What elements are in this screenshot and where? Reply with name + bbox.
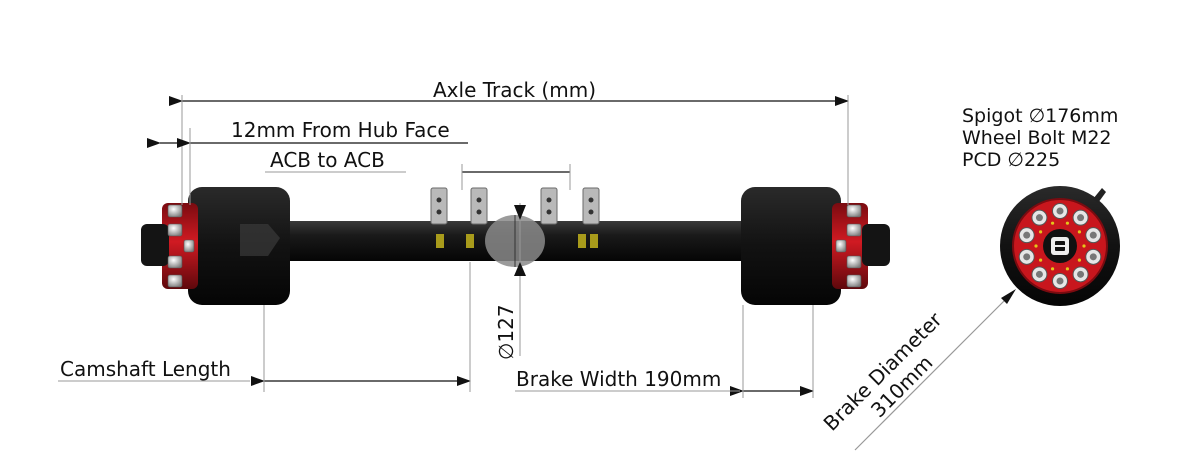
wheel-bolt-centre bbox=[1056, 277, 1064, 285]
beam-clamp-left bbox=[436, 234, 474, 248]
brake-diameter-leader bbox=[854, 289, 1016, 451]
bolt-marker-dot bbox=[1077, 230, 1082, 234]
left-hub bbox=[141, 203, 198, 289]
hub-face-wheel-bolts bbox=[1018, 203, 1102, 289]
bolt-marker-dot bbox=[1038, 230, 1043, 234]
bolt-marker-dot bbox=[1034, 244, 1038, 248]
axle-side-view bbox=[141, 187, 890, 305]
acb-to-acb-label: ACB to ACB bbox=[270, 148, 385, 172]
camshaft-length-dimension bbox=[58, 262, 471, 392]
wheel-bolt-centre bbox=[1023, 253, 1031, 261]
beam-diameter-dimension bbox=[514, 203, 526, 356]
dimension-lines bbox=[58, 95, 1016, 451]
bolt-marker-dot bbox=[1050, 221, 1055, 225]
wheel-bolt-centre bbox=[1035, 214, 1043, 222]
bolt-marker-dot bbox=[1082, 244, 1086, 248]
suspension-brackets bbox=[430, 187, 600, 225]
hub-face-offset-label: 12mm From Hub Face bbox=[231, 118, 450, 142]
bolt-marker-dot bbox=[1038, 258, 1043, 262]
bolt-marker-dot bbox=[1065, 267, 1070, 271]
wheel-bolt-centre bbox=[1023, 231, 1031, 239]
wheel-bolt-centre bbox=[1035, 270, 1043, 278]
spec-spigot: Spigot ∅176mm bbox=[962, 105, 1118, 127]
wheel-bolt-centre bbox=[1089, 231, 1097, 239]
left-brake-drum bbox=[188, 187, 290, 305]
hub-face-bolt-marks bbox=[1034, 221, 1086, 271]
beam-clamp-right bbox=[578, 234, 598, 248]
brake-width-label: Brake Width 190mm bbox=[516, 367, 721, 391]
wheel-bolt-centre bbox=[1077, 270, 1085, 278]
brake-width-dimension bbox=[515, 305, 814, 398]
wheel-bolt-centre bbox=[1077, 214, 1085, 222]
axle-track-label: Axle Track (mm) bbox=[433, 78, 596, 102]
hub-face-view bbox=[1000, 186, 1120, 306]
camshaft-length-label: Camshaft Length bbox=[60, 357, 231, 381]
bolt-marker-dot bbox=[1077, 258, 1082, 262]
beam-centre-section bbox=[485, 215, 545, 267]
beam-diameter-label: ∅127 bbox=[494, 304, 518, 360]
hub-face-offset-dimension bbox=[147, 128, 468, 205]
right-brake-drum bbox=[741, 187, 841, 305]
brake-diameter-label: Brake Diameter 310mm bbox=[819, 307, 948, 436]
bolt-marker-dot bbox=[1065, 221, 1070, 225]
axle-track-dimension bbox=[169, 95, 849, 205]
wheel-bolt-centre bbox=[1056, 207, 1064, 215]
bolt-marker-dot bbox=[1050, 267, 1055, 271]
acb-to-acb-dimension bbox=[265, 164, 571, 190]
wheel-bolt-centre bbox=[1089, 253, 1097, 261]
right-hub bbox=[832, 203, 890, 289]
spec-pcd: PCD ∅225 bbox=[962, 149, 1060, 171]
spec-wheel-bolt: Wheel Bolt M22 bbox=[962, 127, 1112, 149]
